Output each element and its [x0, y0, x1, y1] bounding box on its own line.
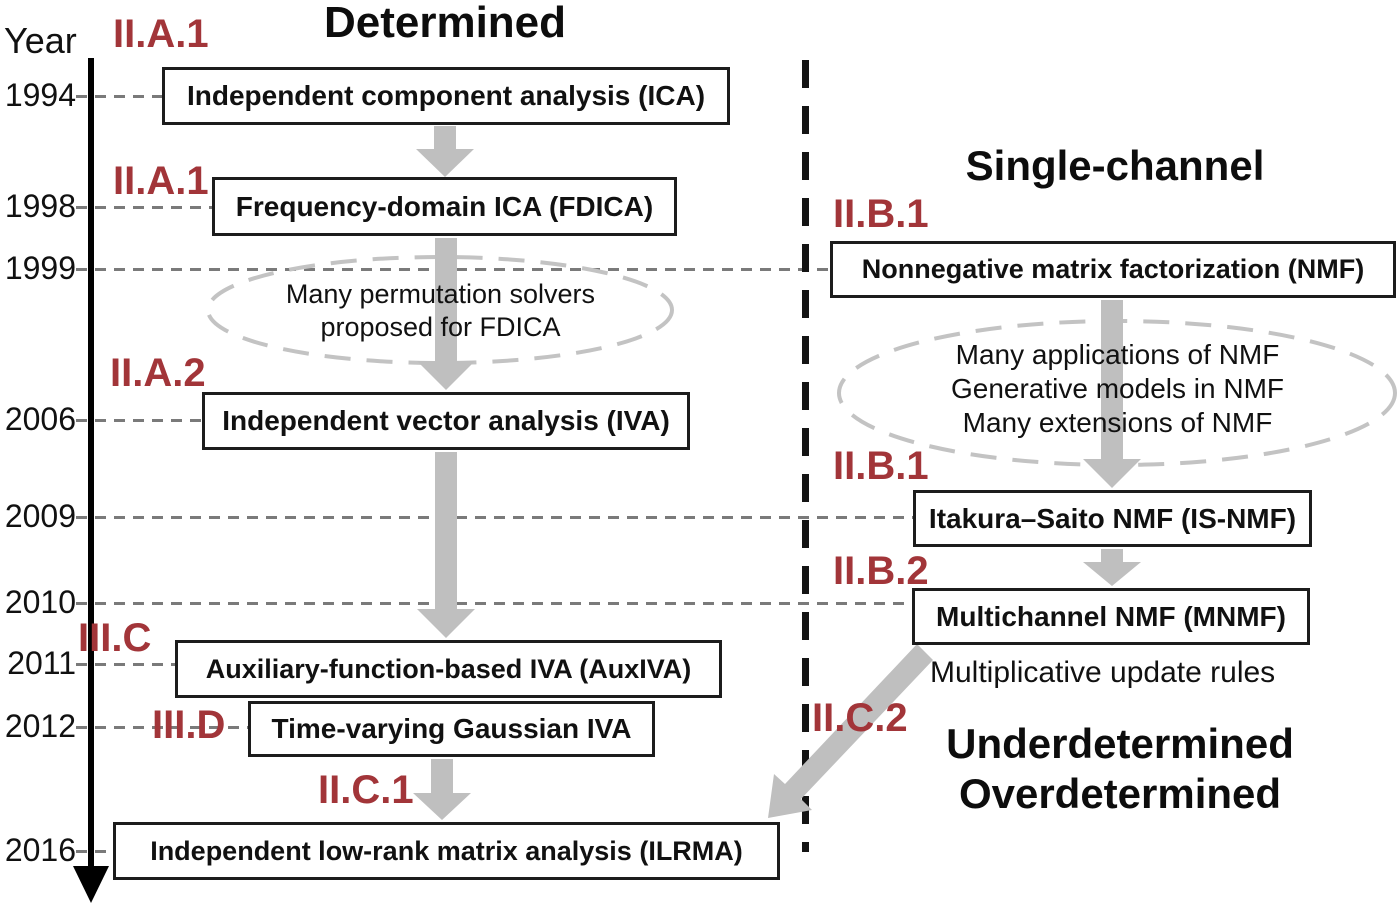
- nmf-ellipse-note-line1: Many applications of NMF: [955, 339, 1280, 370]
- year-dash-2010: [76, 602, 912, 605]
- year-label-2009: 2009: [4, 498, 76, 534]
- year-label-2011: 2011: [7, 645, 76, 681]
- arrow-isnmf-to-mnmf-icon: [1083, 549, 1141, 586]
- nmf-ellipse-note-line2: Generative models in NMF: [950, 373, 1284, 404]
- section-label-iia2: II.A.2: [110, 351, 206, 395]
- fdica-ellipse-note: Many permutation solvers proposed for FD…: [208, 278, 673, 344]
- method-box-auxiva: Auxiliary-function-based IVA (AuxIVA): [175, 640, 722, 698]
- arrow-iva-to-auxiva-icon: [417, 452, 475, 638]
- arrow-fdica-to-iva-icon: [417, 238, 475, 390]
- year-dash-2009: [76, 516, 913, 519]
- method-box-ilrma: Independent low-rank matrix analysis (IL…: [113, 822, 780, 880]
- timeline-arrowhead-icon: [73, 866, 109, 903]
- fdica-ellipse-note-line2: proposed for FDICA: [320, 312, 561, 342]
- arrow-tvgiva-to-ilrma-icon: [413, 759, 471, 820]
- method-box-ica: Independent component analysis (ICA): [162, 67, 730, 125]
- nmf-ellipse-note: Many applications of NMF Generative mode…: [840, 338, 1395, 440]
- fdica-ellipse-note-line1: Many permutation solvers: [285, 279, 596, 309]
- category-divider-dashed-line: [802, 60, 809, 852]
- year-label-2006: 2006: [4, 401, 76, 437]
- section-label-iic2: II.C.2: [812, 696, 908, 740]
- region-title-underdetermined: Underdetermined: [946, 720, 1294, 767]
- section-label-iic1: II.C.1: [318, 768, 414, 812]
- section-label-iib2: II.B.2: [833, 549, 929, 593]
- year-dash-2006: [76, 419, 202, 422]
- year-dash-2011: [76, 663, 175, 666]
- year-dash-2016: [76, 850, 113, 853]
- year-label-1999: 1999: [4, 250, 76, 286]
- arrow-ica-to-fdica-icon: [416, 126, 474, 177]
- arrow-nmf-to-isnmf-icon: [1083, 300, 1141, 488]
- section-label-iiid: III.D: [152, 703, 226, 747]
- section-label-iib1-top: II.B.1: [833, 192, 929, 236]
- year-label-1998: 1998: [4, 188, 76, 224]
- year-label-2016: 2016: [4, 832, 76, 868]
- region-title-overdetermined: Overdetermined: [958, 770, 1282, 817]
- year-dash-1998: [76, 206, 212, 209]
- year-label-1994: 1994: [4, 77, 76, 113]
- method-box-time-varying-gaussian-iva: Time-varying Gaussian IVA: [248, 701, 655, 757]
- region-title-determined: Determined: [323, 0, 567, 47]
- method-box-mnmf: Multichannel NMF (MNMF): [912, 588, 1310, 645]
- method-box-fdica: Frequency-domain ICA (FDICA): [212, 177, 677, 236]
- nmf-ellipse-note-line3: Many extensions of NMF: [962, 407, 1273, 438]
- year-dash-2012: [76, 726, 248, 729]
- year-label-2012: 2012: [4, 708, 76, 744]
- method-box-isnmf: Itakura–Saito NMF (IS-NMF): [913, 490, 1312, 547]
- arrow-mnmf-to-ilrma-diagonal-icon: [768, 644, 933, 818]
- year-label-2010: 2010: [4, 584, 76, 620]
- region-title-single-channel: Single-channel: [965, 142, 1265, 189]
- year-dash-1994: [76, 95, 162, 98]
- timeline-axis-line: [88, 58, 94, 870]
- section-label-iiic: III.C: [78, 616, 152, 660]
- section-label-iib1-mid: II.B.1: [833, 444, 929, 488]
- section-label-iia1-mid: II.A.1: [113, 159, 209, 203]
- method-box-iva: Independent vector analysis (IVA): [202, 392, 690, 450]
- multiplicative-update-rules-note: Multiplicative update rules: [930, 656, 1276, 689]
- method-box-nmf: Nonnegative matrix factorization (NMF): [830, 241, 1396, 298]
- section-label-iia1-top: II.A.1: [113, 12, 209, 56]
- year-axis-title: Year: [4, 20, 77, 61]
